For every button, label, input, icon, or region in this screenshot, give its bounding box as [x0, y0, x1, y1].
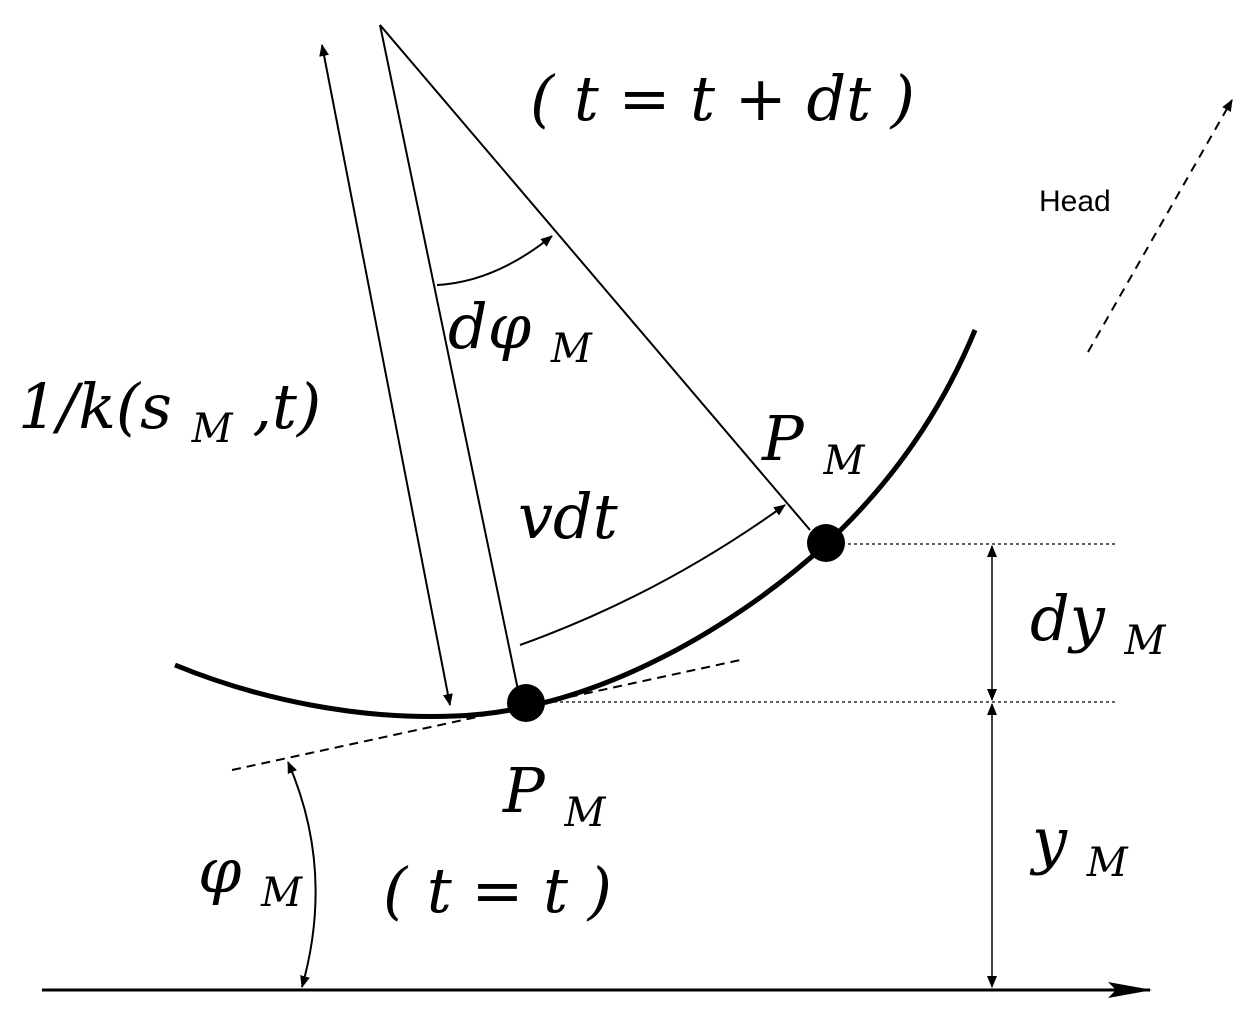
dphi-label-sub: M [550, 326, 593, 372]
point-now-label-sub: M [563, 790, 606, 836]
radius-label-sub: M [191, 406, 234, 452]
dy-label-sub: M [1123, 618, 1166, 664]
point-next-label-sub: M [822, 438, 865, 484]
radius-label-prefix: 1/k(s [18, 370, 172, 443]
tangent-line [231, 658, 746, 771]
y-label: y M [1029, 804, 1129, 886]
point-now-label-base: P [502, 754, 546, 827]
vdt-arc-arrow [519, 504, 786, 646]
dphi-label: dφ M [448, 290, 593, 372]
dy-label-base: dy [1030, 582, 1106, 655]
radius-label: 1/k(s M ,t) [18, 370, 321, 457]
dy-label: dy M [1030, 582, 1166, 664]
head-direction-arrow [1087, 99, 1233, 353]
time-now-label: ( t = t ) [383, 854, 612, 927]
point-next-label-base: P [761, 402, 805, 475]
time-next-label: ( t = t + dt ) [530, 62, 915, 135]
point-now-label: P M [502, 754, 606, 836]
radius-label-suffix: ,t) [252, 370, 321, 443]
phi-label: φ M [198, 834, 303, 916]
phi-label-base: φ [198, 834, 242, 907]
radius-arrow [319, 44, 453, 706]
dphi-arc-arrow [436, 235, 553, 286]
point-marker-now [507, 684, 545, 722]
y-label-sub: M [1086, 840, 1129, 886]
phi-arc-arrow [287, 761, 317, 988]
head-label: Head [1039, 185, 1111, 218]
phi-label-sub: M [260, 870, 303, 916]
trajectory-curve [174, 329, 978, 719]
point-marker-next [807, 524, 845, 562]
point-next-label: P M [761, 402, 865, 484]
dphi-label-base: dφ [448, 290, 532, 363]
vdt-label: vdt [518, 480, 618, 553]
y-label-base: y [1029, 804, 1068, 877]
